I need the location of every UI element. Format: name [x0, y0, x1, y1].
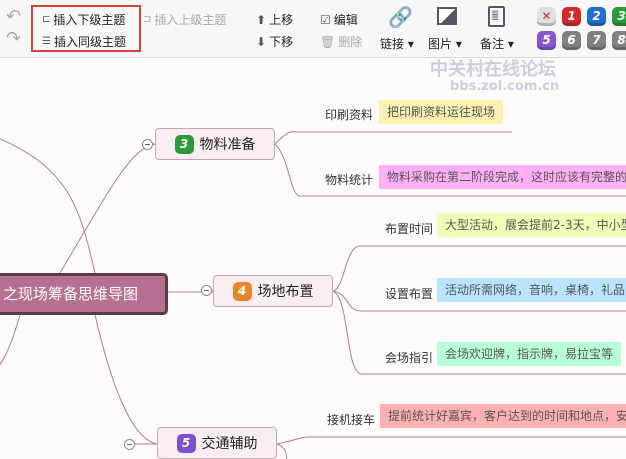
subtopic-label[interactable]: 会场指引	[385, 351, 434, 365]
insert-sibling-label: 插入同级主题	[53, 35, 126, 49]
watermark-line2: bbs.zol.com.cn	[450, 79, 560, 94]
undo-icon[interactable]: ↶	[6, 6, 22, 27]
priority-badge-icon: 5	[176, 433, 196, 453]
arrow-up-icon: ⬆	[256, 12, 267, 27]
image-button[interactable]: 图片 ▾	[428, 35, 462, 52]
collapse-toggle[interactable]	[142, 139, 153, 150]
subtopic-label[interactable]: 设置布置	[385, 287, 434, 301]
subtopic-label[interactable]: 接机接车	[327, 413, 376, 427]
link-button[interactable]: 链接 ▾	[380, 35, 414, 52]
topic-node[interactable]: 5 交通辅助	[157, 427, 277, 459]
note-label: 备注 ▾	[480, 37, 514, 51]
insert-sibling-icon: ☰	[42, 36, 51, 47]
delete-label: 删除	[338, 35, 363, 49]
subtopic-note[interactable]: 物料采购在第二阶段完成，这时应该有完整的	[379, 165, 626, 189]
subtopic-note[interactable]: 会场欢迎牌，指示牌，易拉宝等	[437, 342, 622, 366]
priority-icon[interactable]: 1	[562, 7, 581, 26]
subtopic-label[interactable]: 布置时间	[385, 222, 434, 236]
priority-icon[interactable]: 2	[587, 7, 606, 26]
toolbar: ↶ ↷ ⊏插入下级主题 ☰插入同级主题 ⊐插入上级主题 ⬆上移 ⬇下移 ☑编辑 …	[0, 0, 626, 58]
priority-icon[interactable]: 3	[612, 7, 626, 26]
delete-button[interactable]: 🗑删除	[320, 33, 362, 50]
arrow-down-icon: ⬇	[256, 34, 267, 49]
link-icon[interactable]: 🔗	[388, 5, 413, 29]
subtopic-note[interactable]: 活动所需网络，音响，桌椅，礼品	[437, 278, 626, 302]
subtopic-note[interactable]: 提前统计好嘉宾，客户达到的时间和地点，安	[380, 404, 626, 428]
image-label: 图片 ▾	[428, 37, 462, 51]
mindmap-canvas[interactable]: 之现场筹备思维导图 3 物料准备 印刷资料把印刷资料运往现场物料统计物料采购在第二阶…	[0, 59, 626, 459]
topic-node[interactable]: 4 场地布置	[213, 275, 333, 307]
redo-icon[interactable]: ↷	[6, 28, 22, 49]
watermark-line1: 中关村在线论坛	[430, 59, 556, 80]
priority-icon[interactable]: 6	[562, 31, 581, 50]
collapse-toggle[interactable]	[201, 285, 212, 296]
highlight-box	[31, 5, 141, 52]
topic-label: 交通辅助	[201, 436, 258, 452]
move-down-label: 下移	[269, 35, 294, 49]
move-up-label: 上移	[269, 13, 294, 27]
priority-icon[interactable]: ✕	[537, 7, 556, 26]
priority-badge-icon: 3	[174, 134, 194, 154]
insert-parent-label: 插入上级主题	[154, 13, 227, 27]
subtopic-label[interactable]: 物料统计	[325, 173, 374, 187]
image-icon[interactable]	[437, 7, 457, 25]
insert-child-button[interactable]: ⊏插入下级主题	[42, 11, 125, 28]
note-button[interactable]: 备注 ▾	[480, 35, 514, 52]
subtopic-note[interactable]: 把印刷资料运往现场	[379, 100, 504, 124]
priority-badge-icon: 4	[232, 281, 252, 301]
move-down-button[interactable]: ⬇下移	[256, 33, 293, 50]
edit-button[interactable]: ☑编辑	[320, 11, 358, 28]
edit-label: 编辑	[333, 13, 358, 27]
root-topic[interactable]: 之现场筹备思维导图	[0, 273, 168, 315]
subtopic-note[interactable]: 大型活动，展会提前2-3天，中小型	[437, 213, 626, 237]
priority-icon[interactable]: 8	[612, 31, 626, 50]
topic-label: 物料准备	[199, 137, 256, 153]
collapse-toggle[interactable]	[124, 439, 135, 450]
connector-lines	[0, 131, 626, 459]
topic-node[interactable]: 3 物料准备	[155, 128, 275, 160]
subtopic-label[interactable]: 印刷资料	[325, 108, 374, 122]
priority-icon[interactable]: 5	[537, 31, 556, 50]
insert-child-label: 插入下级主题	[53, 13, 126, 27]
edit-icon: ☑	[320, 12, 331, 27]
move-up-button[interactable]: ⬆上移	[256, 11, 293, 28]
note-icon[interactable]: ≡≡	[488, 6, 505, 27]
insert-parent-icon: ⊐	[143, 14, 152, 25]
insert-parent-button[interactable]: ⊐插入上级主题	[143, 11, 226, 28]
insert-child-icon: ⊏	[42, 14, 51, 25]
trash-icon: 🗑	[320, 34, 336, 49]
insert-sibling-button[interactable]: ☰插入同级主题	[42, 33, 126, 50]
link-label: 链接 ▾	[380, 37, 414, 51]
topic-label: 场地布置	[257, 284, 314, 300]
priority-icon[interactable]: 7	[587, 31, 606, 50]
